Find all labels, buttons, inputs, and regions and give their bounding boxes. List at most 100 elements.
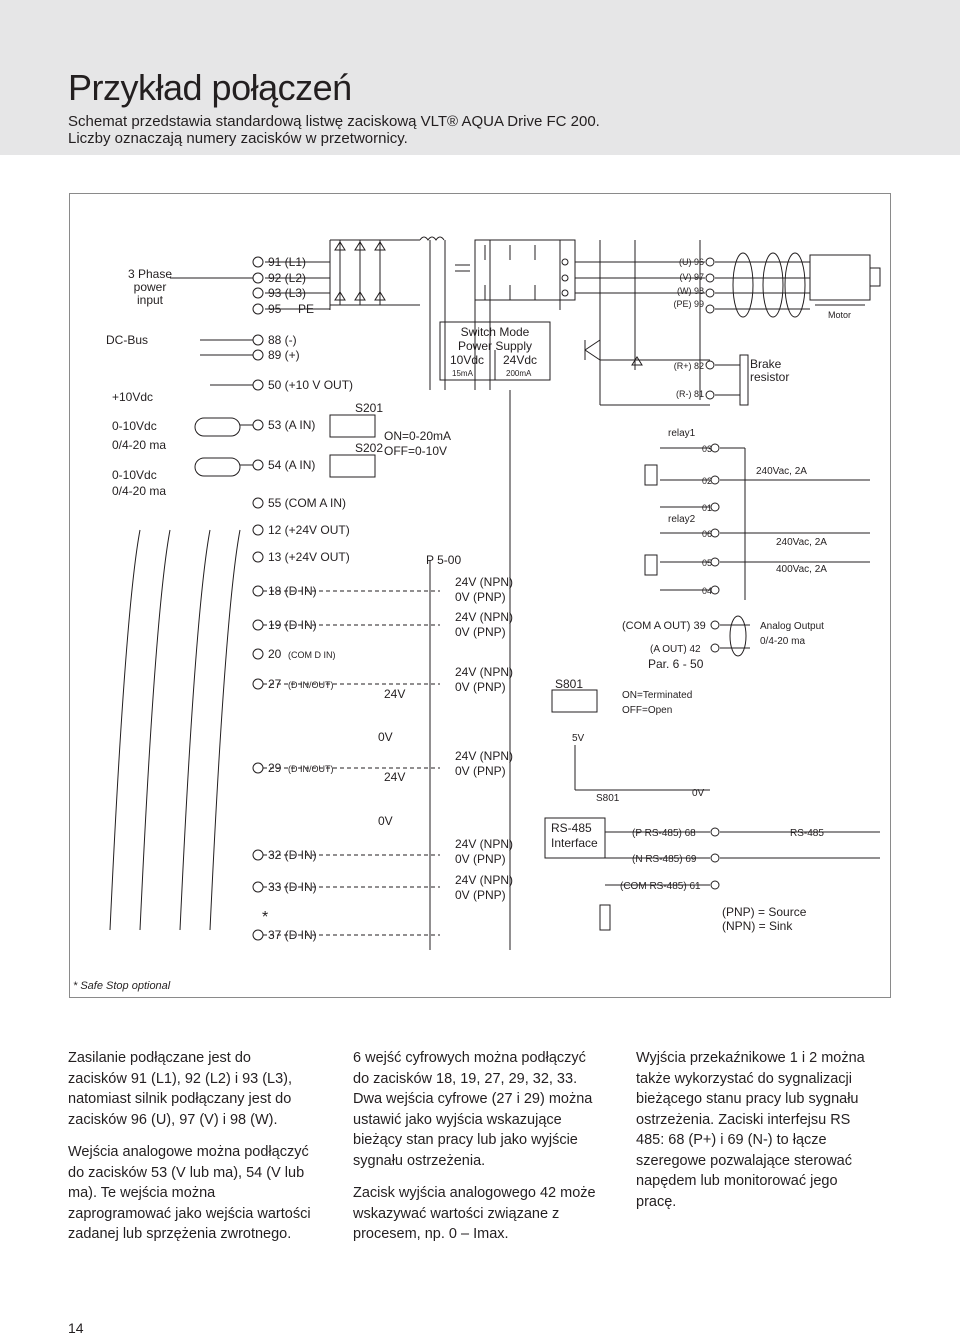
label-analog2-a: 0-10Vdc <box>112 468 157 482</box>
terminal-r81: (R-) 81 <box>676 389 704 399</box>
label-plus10vdc: +10Vdc <box>112 390 153 404</box>
terminal-39: (COM A OUT) 39 <box>622 620 706 632</box>
page-subtitle: Schemat przedstawia standardową listwę z… <box>68 113 600 147</box>
terminal-32: 32 (D IN) <box>268 848 317 862</box>
label-relay1: relay1 <box>668 428 696 439</box>
pnp-27: 0V (PNP) <box>455 680 506 694</box>
terminal-v97: (V) 97 <box>679 272 704 282</box>
relay-03: 03 <box>702 444 712 454</box>
psu-line1: Switch Mode <box>461 325 530 339</box>
terminal-12: 12 (+24V OUT) <box>268 523 350 537</box>
label-brake-2: resistor <box>750 370 789 384</box>
terminal-20: 20 <box>268 647 282 661</box>
label-power-input-3: input <box>137 293 164 307</box>
subtitle-line-1: Schemat przedstawia standardową listwę z… <box>68 113 600 130</box>
label-analog2-b: 0/4-20 ma <box>112 484 166 498</box>
npn-18: 24V (NPN) <box>455 575 513 589</box>
text-column-3: Wyjścia przekaźnikowe 1 i 2 można także … <box>636 1048 881 1224</box>
header-band: Przykład połączeń Schemat przedstawia st… <box>0 0 960 155</box>
terminal-37: 37 (D IN) <box>268 928 317 942</box>
terminal-95: 95 <box>268 302 282 316</box>
col1-paragraph-2: Wejścia analogowe można podłączyć do zac… <box>68 1144 311 1242</box>
legend-npn-sink: (NPN) = Sink <box>722 919 793 933</box>
text-column-2: 6 wejść cyfrowych można podłączyć do zac… <box>353 1048 598 1257</box>
analog-output-2: 0/4-20 ma <box>760 636 805 647</box>
terminal-29-sub: (D IN/OUT) <box>288 764 334 774</box>
relay2-rating-a: 240Vac, 2A <box>776 537 827 548</box>
label-dc-bus: DC-Bus <box>106 333 148 347</box>
terminal-33: 33 (D IN) <box>268 880 317 894</box>
col3-paragraph-1: Wyjścia przekaźnikowe 1 i 2 można także … <box>636 1050 865 1210</box>
terminal-19: 19 (D IN) <box>268 618 317 632</box>
param-650: Par. 6 - 50 <box>648 657 704 671</box>
psu-200ma: 200mA <box>506 369 532 378</box>
switch-s801: S801 <box>555 677 583 691</box>
label-analog1-a: 0-10Vdc <box>112 419 157 433</box>
pnp-33: 0V (PNP) <box>455 888 506 902</box>
terminal-50: 50 (+10 V OUT) <box>268 378 353 392</box>
relay-01: 01 <box>702 503 712 513</box>
legend-pnp-source: (PNP) = Source <box>722 905 807 919</box>
terminal-69: (N RS-485) 69 <box>632 854 697 865</box>
col1-paragraph-1: Zasilanie podłączane jest do zacisków 91… <box>68 1050 293 1128</box>
terminal-53: 53 (A IN) <box>268 418 315 432</box>
psu-24vdc: 24Vdc <box>503 353 537 367</box>
npn-29: 24V (NPN) <box>455 749 513 763</box>
terminal-pe: PE <box>298 302 314 316</box>
v24-27: 24V <box>384 687 405 701</box>
label-relay2: relay2 <box>668 514 696 525</box>
npn-27: 24V (NPN) <box>455 665 513 679</box>
safe-stop-footnote: * Safe Stop optional <box>73 980 171 992</box>
rs485-interface-2: Interface <box>551 836 598 850</box>
terminal-92: 92 (L2) <box>268 271 306 285</box>
switch-s202: S202 <box>355 441 383 455</box>
terminal-star: * <box>262 909 268 926</box>
pnp-19: 0V (PNP) <box>455 625 506 639</box>
subtitle-line-2: Liczby oznaczają numery zacisków w przet… <box>68 130 408 147</box>
terminal-54: 54 (A IN) <box>268 458 315 472</box>
psu-10vdc: 10Vdc <box>450 353 484 367</box>
terminal-r82: (R+) 82 <box>674 361 704 371</box>
terminal-68: (P RS-485) 68 <box>632 828 696 839</box>
terminal-18: 18 (D IN) <box>268 584 317 598</box>
terminal-27: 27 <box>268 677 282 691</box>
label-power-input-1: 3 Phase <box>128 267 172 281</box>
v0-27: 0V <box>378 730 393 744</box>
terminal-pe99: (PE) 99 <box>673 299 704 309</box>
param-p500: P 5-00 <box>426 553 461 567</box>
relay-06: 06 <box>702 529 712 539</box>
pnp-29: 0V (PNP) <box>455 764 506 778</box>
terminal-42: (A OUT) 42 <box>650 644 701 655</box>
terminal-93: 93 (L3) <box>268 286 306 300</box>
npn-19: 24V (NPN) <box>455 610 513 624</box>
relay-04: 04 <box>702 586 712 596</box>
npn-33: 24V (NPN) <box>455 873 513 887</box>
relay1-rating: 240Vac, 2A <box>756 466 807 477</box>
npn-32: 24V (NPN) <box>455 837 513 851</box>
label-rs485-right: RS-485 <box>790 828 824 839</box>
switch-on-current: ON=0-20mA <box>384 429 451 443</box>
relay2-rating-b: 400Vac, 2A <box>776 564 827 575</box>
s801-off-open: OFF=Open <box>622 705 672 716</box>
s801-on-terminated: ON=Terminated <box>622 690 692 701</box>
terminal-w98: (W) 98 <box>677 286 704 296</box>
v0-29: 0V <box>378 814 393 828</box>
switch-s801-b: S801 <box>596 793 620 804</box>
page-number: 14 <box>68 1320 84 1336</box>
terminal-91: 91 (L1) <box>268 255 306 269</box>
label-0v: 0V <box>692 788 705 799</box>
terminal-20-sub: (COM D IN) <box>288 650 336 660</box>
relay-02: 02 <box>702 476 712 486</box>
terminal-13: 13 (+24V OUT) <box>268 550 350 564</box>
v24-29: 24V <box>384 770 405 784</box>
label-power-input-2: power <box>134 280 167 294</box>
pnp-32: 0V (PNP) <box>455 852 506 866</box>
text-column-1: Zasilanie podłączane jest do zacisków 91… <box>68 1048 313 1257</box>
terminal-61: (COM RS-485) 61 <box>620 881 701 892</box>
relay-05: 05 <box>702 558 712 568</box>
label-5v: 5V <box>572 733 585 744</box>
terminal-88: 88 (-) <box>268 333 297 347</box>
terminal-89: 89 (+) <box>268 348 300 362</box>
psu-line2: Power Supply <box>458 339 532 353</box>
